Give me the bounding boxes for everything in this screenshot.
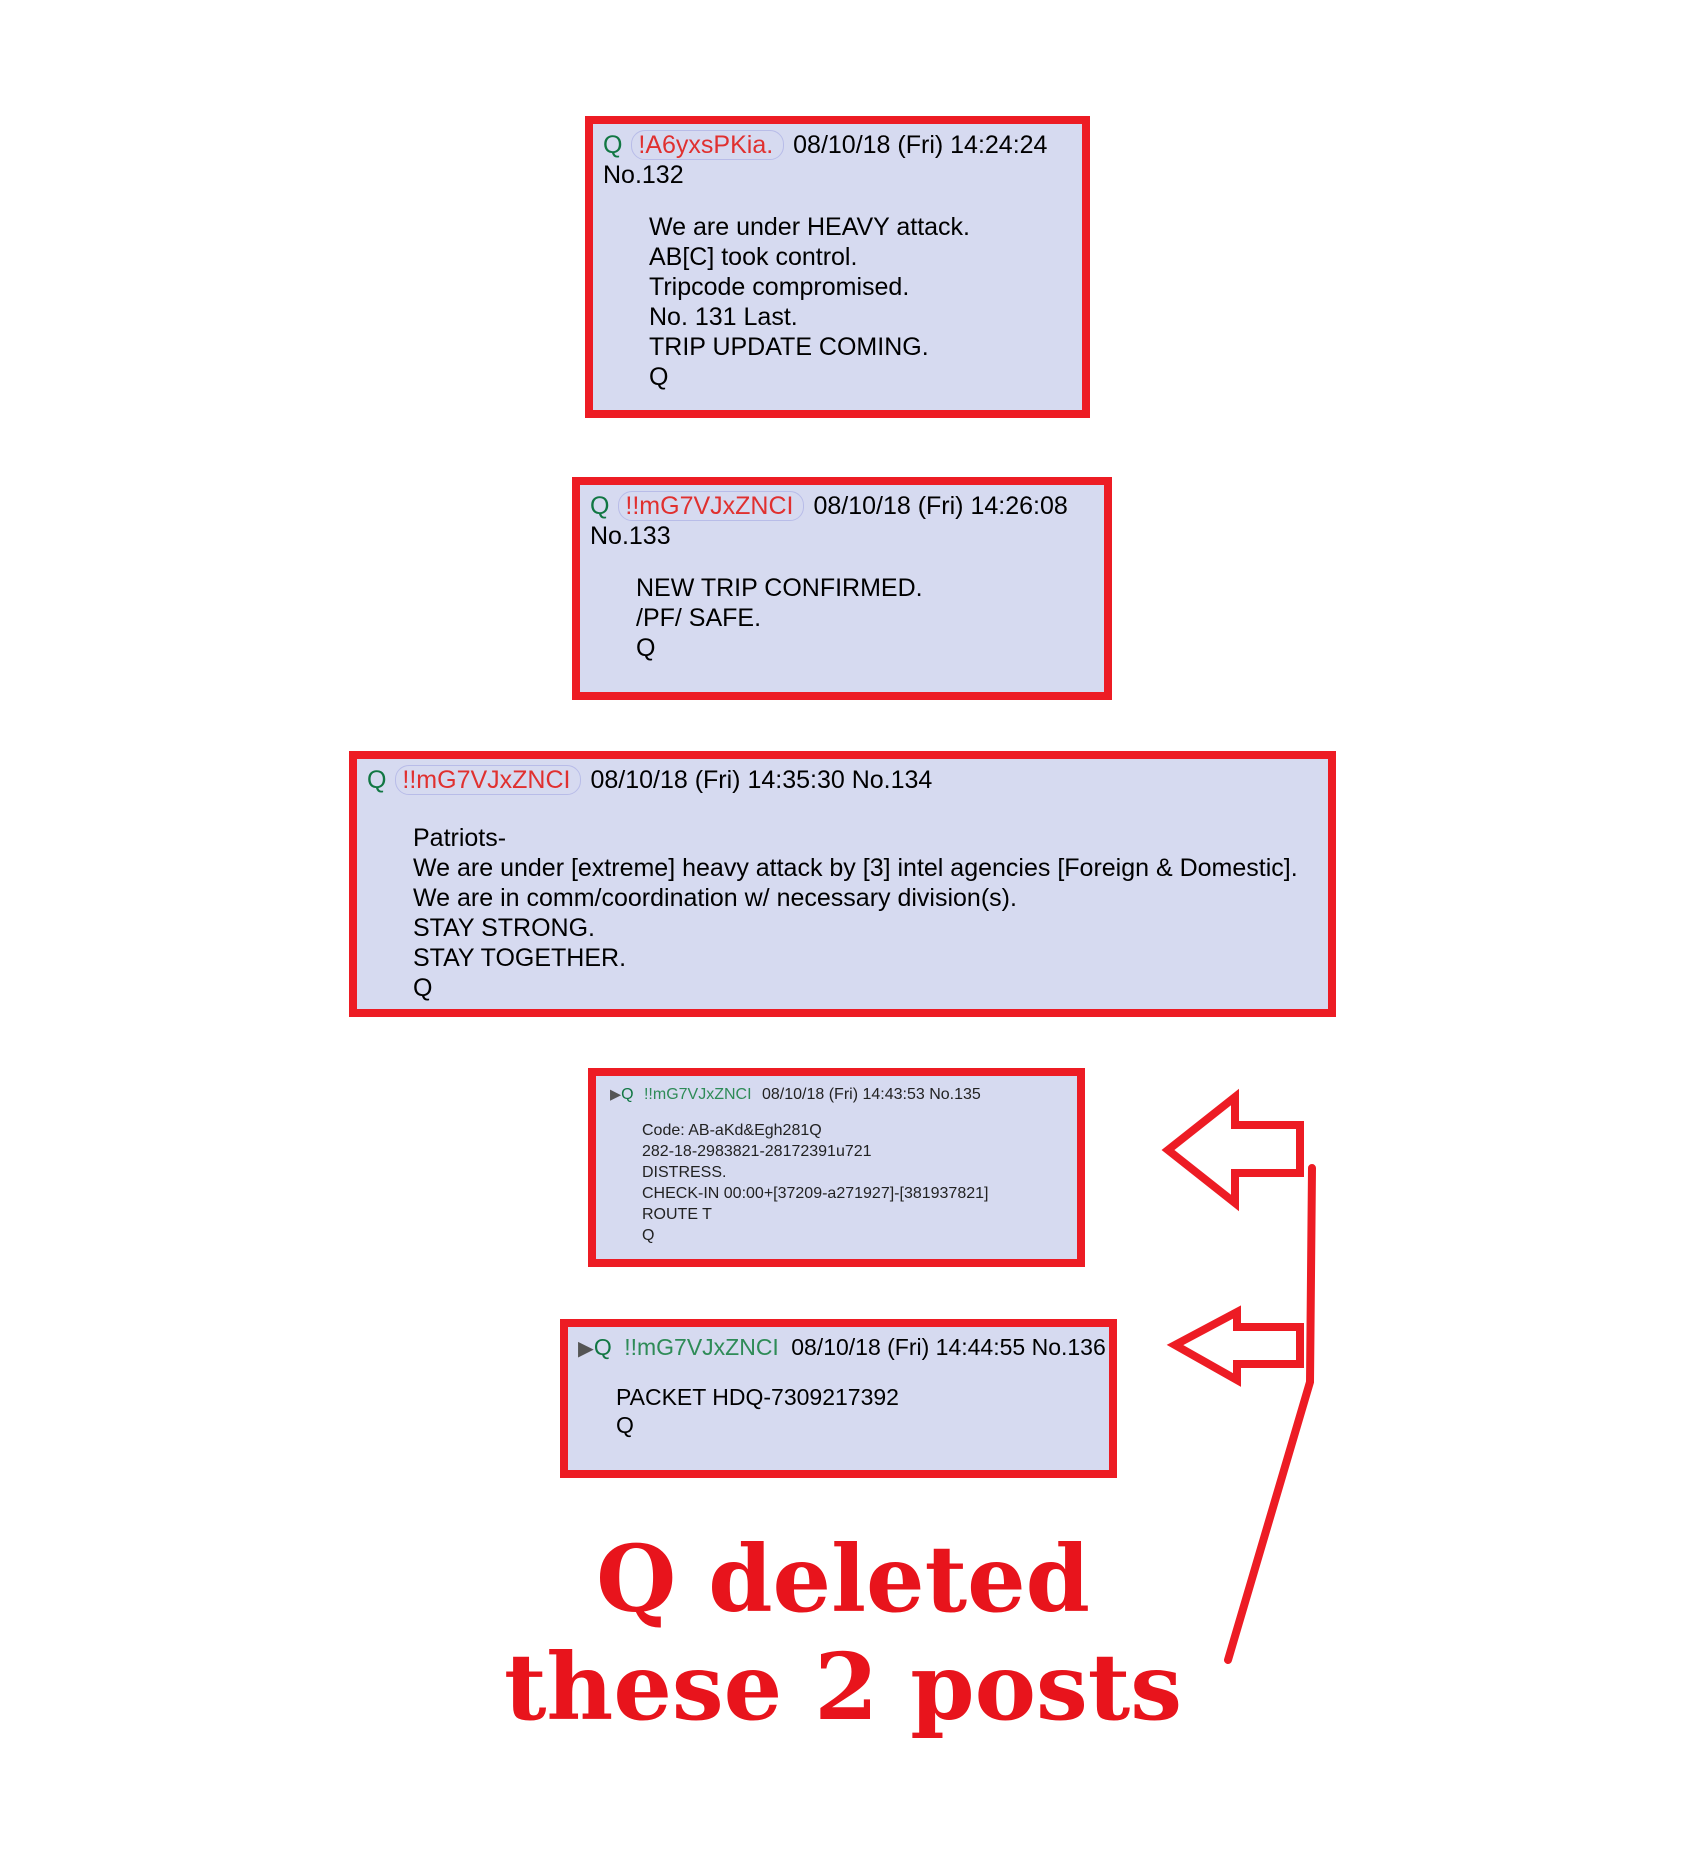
poster-name: Q xyxy=(590,492,610,520)
caption-line-2: these 2 posts xyxy=(503,1633,1183,1741)
post-date: 08/10/18 (Fri) 14:44:55 xyxy=(791,1334,1026,1360)
left-arrow-icon xyxy=(1161,1088,1304,1212)
post-date: 08/10/18 (Fri) 14:26:08 xyxy=(813,492,1068,520)
tripcode[interactable]: !!mG7VJxZNCI xyxy=(643,1086,752,1103)
post-136: ▶Q !!mG7VJxZNCI 08/10/18 (Fri) 14:44:55 … xyxy=(560,1319,1117,1478)
post-132: Q !A6yxsPKia. 08/10/18 (Fri) 14:24:24 No… xyxy=(585,116,1090,418)
post-body: PACKET HDQ-7309217392 Q xyxy=(616,1384,899,1438)
post-body: Patriots- We are under [extreme] heavy a… xyxy=(413,824,1298,1002)
expand-triangle-icon[interactable]: ▶ xyxy=(578,1337,594,1360)
post-number[interactable]: No.135 xyxy=(929,1086,981,1103)
post-header: ▶Q !!mG7VJxZNCI 08/10/18 (Fri) 14:44:55 … xyxy=(578,1333,1106,1363)
poster-name: Q xyxy=(367,766,387,794)
post-body: Code: AB-aKd&Egh281Q 282-18-2983821-2817… xyxy=(642,1122,989,1244)
left-arrow-icon xyxy=(1166,1305,1304,1387)
post-header: ▶Q !!mG7VJxZNCI 08/10/18 (Fri) 14:43:53 … xyxy=(610,1084,1063,1106)
poster-name: Q xyxy=(593,1334,612,1360)
post-135: ▶Q !!mG7VJxZNCI 08/10/18 (Fri) 14:43:53 … xyxy=(588,1068,1085,1267)
tripcode[interactable]: !!mG7VJxZNCI xyxy=(624,1334,779,1360)
tripcode[interactable]: !!mG7VJxZNCI xyxy=(395,765,582,795)
post-134: Q !!mG7VJxZNCI 08/10/18 (Fri) 14:35:30 N… xyxy=(349,751,1336,1017)
post-date: 08/10/18 (Fri) 14:35:30 xyxy=(590,766,845,794)
post-date: 08/10/18 (Fri) 14:43:53 xyxy=(762,1086,925,1103)
poster-name: Q xyxy=(603,131,623,159)
tripcode[interactable]: !!mG7VJxZNCI xyxy=(618,491,805,521)
post-header: Q !A6yxsPKia. 08/10/18 (Fri) 14:24:24 No… xyxy=(603,130,1072,190)
caption-line-1: Q deleted xyxy=(596,1525,1090,1633)
post-date: 08/10/18 (Fri) 14:24:24 xyxy=(793,131,1048,159)
connector-line xyxy=(1224,1164,1316,1664)
tripcode[interactable]: !A6yxsPKia. xyxy=(631,130,785,160)
post-number[interactable]: No.134 xyxy=(851,766,933,794)
expand-triangle-icon[interactable]: ▶ xyxy=(610,1087,622,1103)
post-header: Q !!mG7VJxZNCI 08/10/18 (Fri) 14:26:08 N… xyxy=(590,491,1094,551)
post-body: We are under HEAVY attack. AB[C] took co… xyxy=(649,213,970,391)
post-header: Q !!mG7VJxZNCI 08/10/18 (Fri) 14:35:30 N… xyxy=(367,765,1318,795)
post-133: Q !!mG7VJxZNCI 08/10/18 (Fri) 14:26:08 N… xyxy=(572,477,1112,700)
post-number[interactable]: No.133 xyxy=(590,522,671,550)
poster-name: Q xyxy=(621,1086,634,1103)
post-number[interactable]: No.136 xyxy=(1031,1334,1106,1360)
post-body: NEW TRIP CONFIRMED. /PF/ SAFE. Q xyxy=(636,574,923,662)
post-number[interactable]: No.132 xyxy=(603,161,684,189)
